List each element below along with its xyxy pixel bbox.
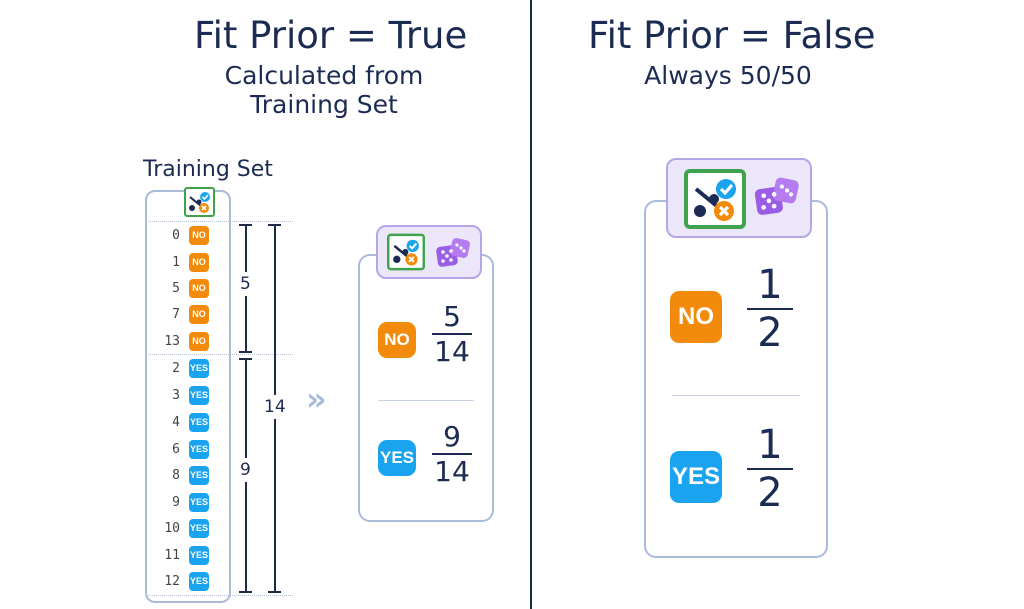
total-count-label: 14: [264, 395, 286, 419]
table-row: 7 NO: [148, 302, 230, 328]
bracket-tick: [268, 591, 281, 593]
fraction-numerator: 1: [757, 422, 783, 468]
table-row: 4 YES: [148, 410, 230, 436]
fraction-numerator: 1: [757, 262, 783, 308]
bracket-tick: [239, 591, 252, 593]
no-badge: NO: [189, 332, 209, 351]
no-badge: NO: [189, 279, 209, 298]
fraction-bar: [432, 333, 472, 335]
prior-card-true: [358, 254, 494, 522]
fraction-denominator: 14: [434, 455, 470, 488]
yes-count-label: 9: [240, 458, 251, 482]
table-row: 5 NO: [148, 276, 230, 302]
yes-badge: YES: [189, 440, 209, 459]
row-index: 2: [172, 361, 180, 376]
row-separator: [145, 221, 293, 222]
table-row: 2 YES: [148, 356, 230, 382]
table-row: 6 YES: [148, 437, 230, 463]
yes-prior-fraction: 9 14: [428, 420, 476, 488]
row-index: 4: [172, 415, 180, 430]
yes-badge: YES: [189, 519, 209, 538]
fraction-numerator: 9: [443, 420, 461, 453]
yes-badge: YES: [189, 572, 209, 591]
table-row: 12 YES: [148, 569, 230, 595]
yes-prior-fraction: 1 2: [742, 422, 798, 516]
yes-badge: YES: [189, 413, 209, 432]
no-badge: NO: [189, 305, 209, 324]
card-separator: [672, 395, 800, 396]
left-subtitle-line2: Training Set: [250, 90, 398, 119]
bracket-tick: [239, 358, 252, 360]
table-row: 1 NO: [148, 250, 230, 276]
row-index: 5: [172, 281, 180, 296]
row-index: 1: [172, 255, 180, 270]
no-prior-fraction: 5 14: [428, 300, 476, 368]
yes-badge: YES: [189, 359, 209, 378]
yes-badge: YES: [189, 386, 209, 405]
fraction-denominator: 2: [757, 310, 783, 356]
classifier-icon: [387, 233, 425, 271]
bracket-tick: [239, 351, 252, 353]
no-badge: NO: [189, 253, 209, 272]
row-index: 0: [172, 228, 180, 243]
yes-badge: YES: [189, 466, 209, 485]
no-badge: NO: [378, 322, 416, 358]
yes-badge: YES: [189, 546, 209, 565]
fraction-denominator: 2: [757, 470, 783, 516]
row-index: 11: [164, 548, 180, 563]
row-index: 7: [172, 307, 180, 322]
no-badge: NO: [670, 291, 722, 343]
table-row: 9 YES: [148, 490, 230, 516]
row-index: 6: [172, 442, 180, 457]
chevron-right-icon: »: [306, 380, 327, 418]
left-title: Fit Prior = True: [194, 14, 468, 57]
no-badge: NO: [189, 226, 209, 245]
dice-icon: [434, 234, 474, 272]
bracket-tick: [268, 224, 281, 226]
fraction-bar: [747, 468, 793, 470]
dice-icon: [752, 172, 804, 222]
row-separator: [145, 595, 293, 596]
no-count-label: 5: [240, 272, 251, 296]
row-index: 9: [172, 495, 180, 510]
row-index: 12: [164, 574, 180, 589]
training-set-label: Training Set: [143, 157, 273, 182]
right-title: Fit Prior = False: [588, 14, 876, 57]
bracket-tick: [239, 224, 252, 226]
table-row: 3 YES: [148, 383, 230, 409]
fraction-bar: [747, 308, 793, 310]
row-index: 13: [164, 334, 180, 349]
row-index: 8: [172, 468, 180, 483]
yes-badge: YES: [378, 440, 416, 476]
right-subtitle: Always 50/50: [644, 61, 812, 90]
row-index: 3: [172, 388, 180, 403]
classifier-icon: [184, 187, 215, 217]
table-row: 8 YES: [148, 463, 230, 489]
row-index: 10: [164, 521, 180, 536]
table-row: 10 YES: [148, 516, 230, 542]
yes-badge: YES: [189, 493, 209, 512]
prior-card-false: [644, 200, 828, 558]
fraction-numerator: 5: [443, 300, 461, 333]
left-subtitle-line1: Calculated from: [224, 61, 424, 90]
fraction-bar: [432, 453, 472, 455]
row-separator: [145, 354, 293, 355]
table-row: 0 NO: [148, 223, 230, 249]
yes-badge: YES: [670, 451, 722, 503]
no-prior-fraction: 1 2: [742, 262, 798, 356]
center-divider: [530, 0, 532, 609]
table-row: 13 NO: [148, 329, 230, 355]
card-separator: [378, 400, 474, 401]
classifier-icon: [684, 168, 746, 230]
fraction-denominator: 14: [434, 335, 470, 368]
table-row: 11 YES: [148, 543, 230, 569]
